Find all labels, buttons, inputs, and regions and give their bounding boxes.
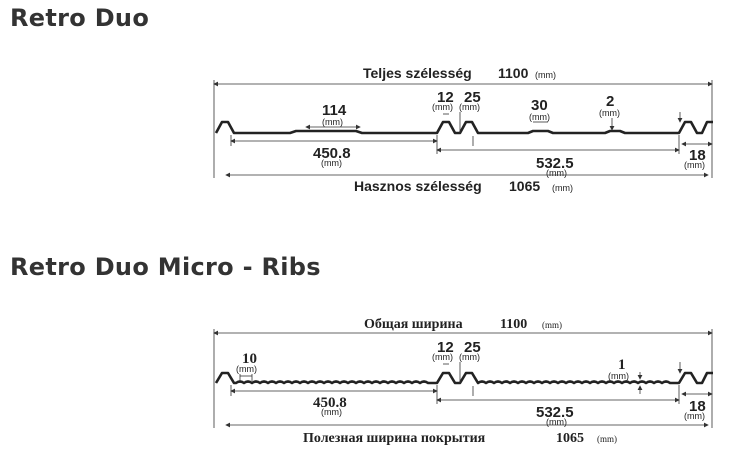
total-width-unit-2: (mm)	[542, 320, 562, 330]
diagram-retro-duo-micro-ribs: Общая ширина 1100 (mm) 10 (mm) 450.8 (mm…	[213, 317, 713, 446]
retro-duo-profile	[214, 120, 713, 135]
section-title-retro-duo: Retro Duo	[10, 4, 150, 32]
total-width-label: Teljes szélesség	[363, 65, 472, 81]
dim-12-unit-2: (mm)	[432, 352, 453, 362]
dim-18-value: 18	[689, 147, 706, 164]
total-width-label-2: Общая ширина	[364, 317, 463, 332]
dim-2-value: 2	[606, 93, 614, 110]
dim-532-unit: (mm)	[546, 168, 567, 178]
dim-114-unit: (mm)	[322, 117, 343, 127]
useful-width-label: Hasznos szélesség	[354, 178, 482, 194]
dim-12-value-2: 12	[437, 339, 454, 356]
dim-25-value: 25	[464, 89, 481, 106]
dim-1-value: 1	[618, 357, 626, 373]
dim-450-value-2: 450.8	[313, 395, 347, 411]
dim-114-value: 114	[322, 102, 347, 119]
useful-width-label-2: Полезная ширина покрытия	[303, 431, 486, 446]
section-title-retro-duo-micro-ribs: Retro Duo Micro - Ribs	[10, 253, 321, 281]
useful-width-unit-2: (mm)	[597, 434, 617, 444]
useful-width-value: 1065	[509, 178, 540, 194]
dim-12-unit: (mm)	[432, 102, 453, 112]
dim-2-unit: (mm)	[599, 108, 620, 118]
dim-18-value-2: 18	[689, 398, 706, 415]
dim-25-value-2: 25	[464, 339, 481, 356]
dim-12-value: 12	[437, 89, 454, 106]
dim-10-value: 10	[242, 351, 257, 367]
retro-duo-micro-profile	[214, 371, 713, 385]
useful-width-unit: (mm)	[552, 183, 573, 193]
dim-532-value: 532.5	[536, 155, 574, 172]
dim-450-value: 450.8	[313, 145, 351, 162]
dim-10-unit: (mm)	[236, 364, 257, 374]
dim-450-unit: (mm)	[321, 158, 342, 168]
dim-450-unit-2: (mm)	[321, 407, 342, 417]
dim-30-value: 30	[531, 97, 548, 114]
diagram-retro-duo: Teljes szélesség 1100 (mm) 114 (mm) 450.…	[213, 65, 713, 194]
dim-25-unit-2: (mm)	[459, 352, 480, 362]
dim-532-value-2: 532.5	[536, 404, 574, 421]
dim-1-unit: (mm)	[608, 371, 629, 381]
dim-18-unit: (mm)	[684, 160, 705, 170]
dim-30-unit: (mm)	[529, 112, 550, 122]
total-width-unit: (mm)	[535, 70, 556, 80]
dim-532-unit-2: (mm)	[546, 417, 567, 427]
total-width-value: 1100	[498, 65, 529, 81]
useful-width-value-2: 1065	[556, 431, 584, 446]
dim-18-unit-2: (mm)	[684, 411, 705, 421]
total-width-value-2: 1100	[500, 317, 527, 332]
dim-25-unit: (mm)	[459, 102, 480, 112]
